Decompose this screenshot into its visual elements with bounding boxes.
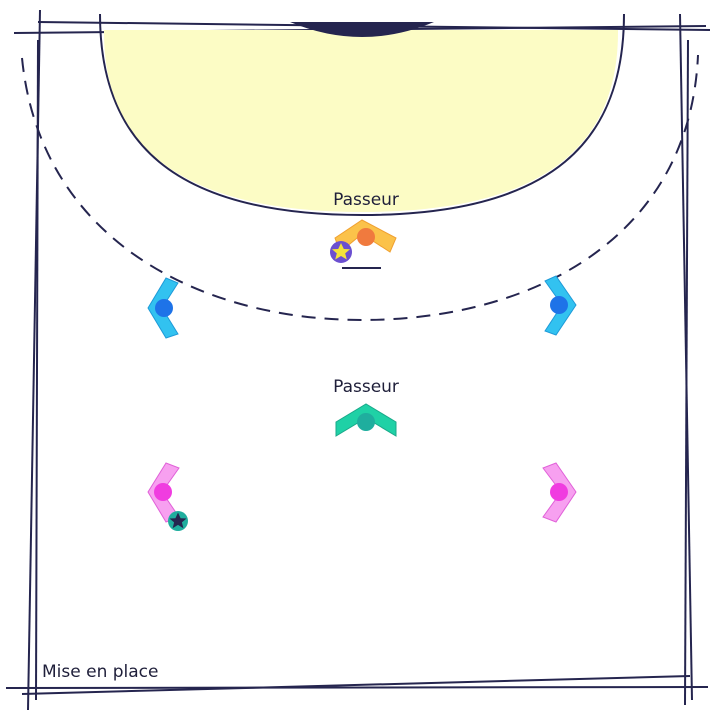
player-left-wing-blue bbox=[147, 277, 179, 339]
player-token bbox=[155, 299, 173, 317]
court-outline bbox=[5, 9, 711, 711]
label-passeur-mid: Passeur bbox=[333, 377, 399, 397]
goal bbox=[290, 22, 434, 37]
player-right-wing-blue bbox=[544, 275, 577, 336]
player-token bbox=[154, 483, 172, 501]
player-token bbox=[550, 483, 568, 501]
goal-area-line bbox=[99, 13, 625, 217]
goal-area-zone bbox=[104, 30, 618, 212]
player-passeur-mid bbox=[335, 403, 397, 437]
player-token bbox=[550, 296, 568, 314]
star-ball-icon bbox=[330, 241, 352, 263]
caption-mise-en-place: Mise en place bbox=[42, 662, 159, 682]
player-right-pink bbox=[542, 462, 577, 523]
star-ball-icon bbox=[168, 511, 188, 531]
player-token bbox=[357, 228, 375, 246]
player-token bbox=[357, 413, 375, 431]
label-passeur-top: Passeur bbox=[333, 190, 399, 210]
player-chevron bbox=[335, 403, 397, 437]
player-left-pink bbox=[147, 462, 180, 523]
